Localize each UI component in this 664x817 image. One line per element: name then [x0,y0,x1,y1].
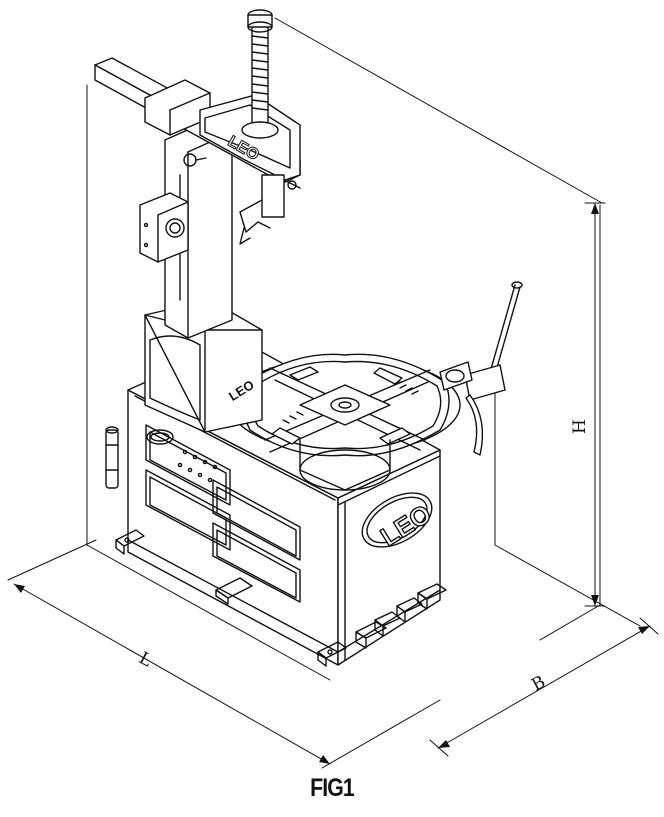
bead-breaker-arm [439,281,523,456]
tool-tray [145,424,301,603]
dimension-label-h: H [570,419,590,434]
dimension-label-b: B [528,672,548,696]
vertical-hex-shaft [241,9,279,139]
mount-demount-head [239,174,301,245]
machine-feet [115,529,347,667]
figure-caption: FIG1 [310,774,355,802]
foot-pedals [215,577,447,649]
dimension-label-l: L [136,648,155,671]
tilting-column: LEO [139,119,263,433]
dimension-lines [7,17,659,769]
turntable-clamp-plate [229,353,461,491]
air-filter-regulator [105,426,119,489]
